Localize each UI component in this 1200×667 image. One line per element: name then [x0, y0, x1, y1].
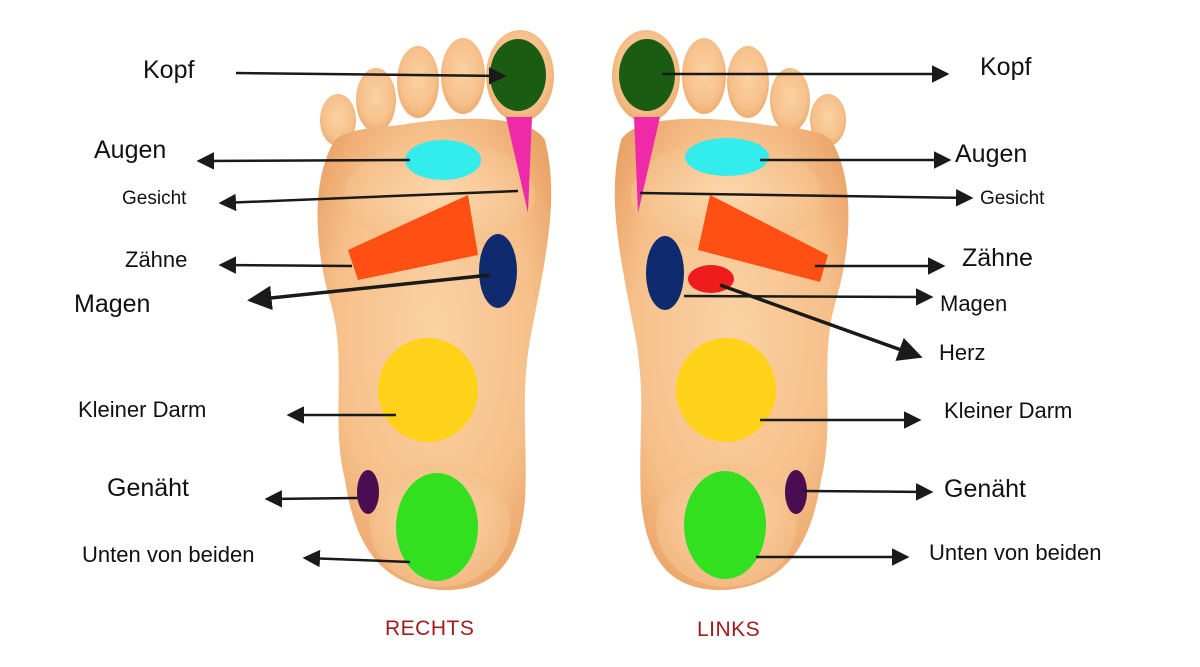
label-unten-rechts: Unten von beiden — [82, 542, 255, 567]
label-zaehne-rechts: Zähne — [125, 247, 188, 272]
toe — [727, 46, 769, 118]
zone-gesicht — [634, 117, 660, 213]
zone-zaehne — [348, 195, 478, 280]
zone-augen — [405, 140, 481, 180]
label-genaeht-links: Genäht — [944, 475, 1027, 503]
toe — [397, 46, 439, 118]
foot-title-rechts: RECHTS — [385, 617, 475, 640]
label-zaehne-links: Zähne — [962, 244, 1033, 272]
arrow-herz — [719, 283, 923, 361]
label-augen-rechts: Augen — [94, 136, 167, 164]
zone-kleiner-darm — [378, 338, 478, 442]
label-magen-rechts: Magen — [74, 290, 151, 318]
arrow-genaeht — [803, 483, 934, 501]
arrow-unten — [302, 549, 411, 568]
label-unten-links: Unten von beiden — [929, 540, 1102, 565]
label-kopf-rechts: Kopf — [143, 56, 195, 84]
zone-kopf — [619, 39, 675, 111]
arrow-zaehne — [218, 256, 353, 274]
toe — [770, 68, 810, 132]
foot-links — [612, 30, 974, 591]
arrow-magen — [247, 273, 491, 311]
label-herz-links: Herz — [939, 340, 986, 365]
toe — [682, 38, 726, 114]
arrow-gesicht — [639, 189, 974, 207]
zone-kopf — [490, 39, 546, 111]
zone-genaeht — [357, 470, 379, 514]
zone-magen — [479, 234, 517, 308]
zone-genaeht — [785, 470, 807, 514]
arrow-genaeht — [264, 490, 359, 508]
foot-title-links: LINKS — [697, 618, 761, 641]
zone-zaehne — [698, 195, 828, 282]
zone-kleiner-darm — [676, 338, 776, 442]
foot-rechts — [196, 30, 554, 591]
zone-magen — [646, 236, 684, 310]
label-kleiner-darm-rechts: Kleiner Darm — [78, 397, 207, 422]
label-genaeht-rechts: Genäht — [107, 474, 190, 502]
toe — [810, 94, 846, 146]
arrow-kopf — [235, 67, 507, 85]
arrow-magen — [683, 288, 934, 306]
arrow-augen — [196, 152, 411, 170]
zone-augen — [685, 138, 769, 176]
label-magen-links: Magen — [940, 291, 1008, 316]
zone-unten — [396, 473, 478, 581]
label-gesicht-rechts: Gesicht — [122, 188, 187, 209]
label-kleiner-darm-links: Kleiner Darm — [944, 398, 1073, 423]
arrow-gesicht — [218, 189, 519, 212]
toe — [356, 68, 396, 132]
toe — [320, 94, 356, 146]
label-kopf-links: Kopf — [980, 53, 1032, 81]
zone-unten — [684, 471, 766, 579]
zone-gesicht — [506, 117, 532, 213]
label-augen-links: Augen — [955, 140, 1028, 168]
label-gesicht-links: Gesicht — [980, 188, 1045, 209]
